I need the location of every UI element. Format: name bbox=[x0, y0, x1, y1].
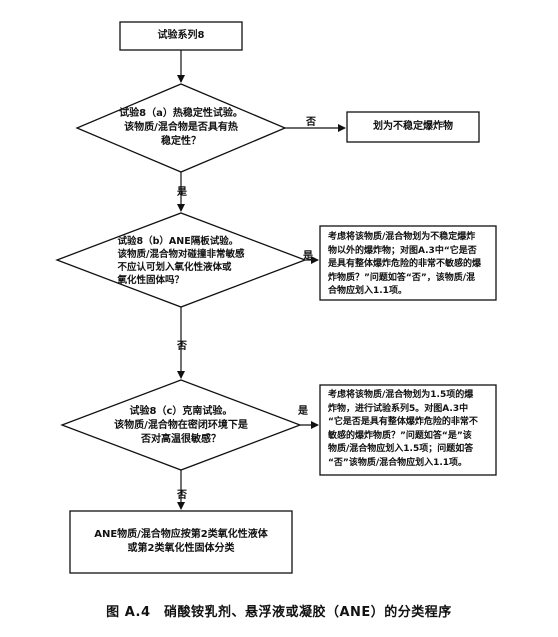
edge-label-test-c-no: 否 bbox=[177, 490, 187, 501]
edge-label-test-b-yes: 是 bbox=[303, 251, 313, 262]
result-oxidizer-box bbox=[69, 510, 293, 574]
result-unstable-label: 划为不稳定爆炸物 bbox=[373, 121, 453, 132]
test-b-label: 试验8（b）ANE隔板试验。 该物质/混合物对碰撞非常敏感 不应认可划入氧化性液… bbox=[117, 236, 245, 286]
note-c-label: 考虑将该物质/混合物划为1.5项的爆 炸物，进行试验系列5。对图A.3中 “它是… bbox=[328, 390, 478, 468]
edge-label-test-c-yes: 是 bbox=[298, 406, 308, 417]
figure-caption: 图 A.4 硝酸铵乳剂、悬浮液或凝胶（ANE）的分类程序 bbox=[106, 605, 452, 620]
edge-label-test-a-no: 否 bbox=[306, 117, 316, 128]
test-a-label: 试验8（a）热稳定性试验。 该物质/混合物是否具有热 稳定性？ bbox=[119, 108, 243, 147]
note-b-label: 考虑将该物质/混合物划为不稳定爆炸 物以外的爆炸物；对图A.3中“它是否 是具有… bbox=[328, 232, 482, 296]
note-b-box bbox=[319, 225, 497, 301]
note-c-box bbox=[319, 384, 497, 476]
edge-label-test-a-yes: 是 bbox=[177, 187, 187, 198]
start-label: 试验系列8 bbox=[157, 30, 205, 41]
test-c-label: 试验8（c）克南试验。 该物质/混合物在密闭环境下是 否对高温很敏感？ bbox=[114, 406, 248, 445]
start-box bbox=[119, 21, 243, 51]
result-unstable-box bbox=[346, 111, 480, 143]
edge-label-test-b-no: 否 bbox=[177, 341, 187, 352]
result-oxidizer-label: ANE物质/混合物应按第2类氧化性液体 或第2类氧化性固体分类 bbox=[94, 529, 268, 554]
